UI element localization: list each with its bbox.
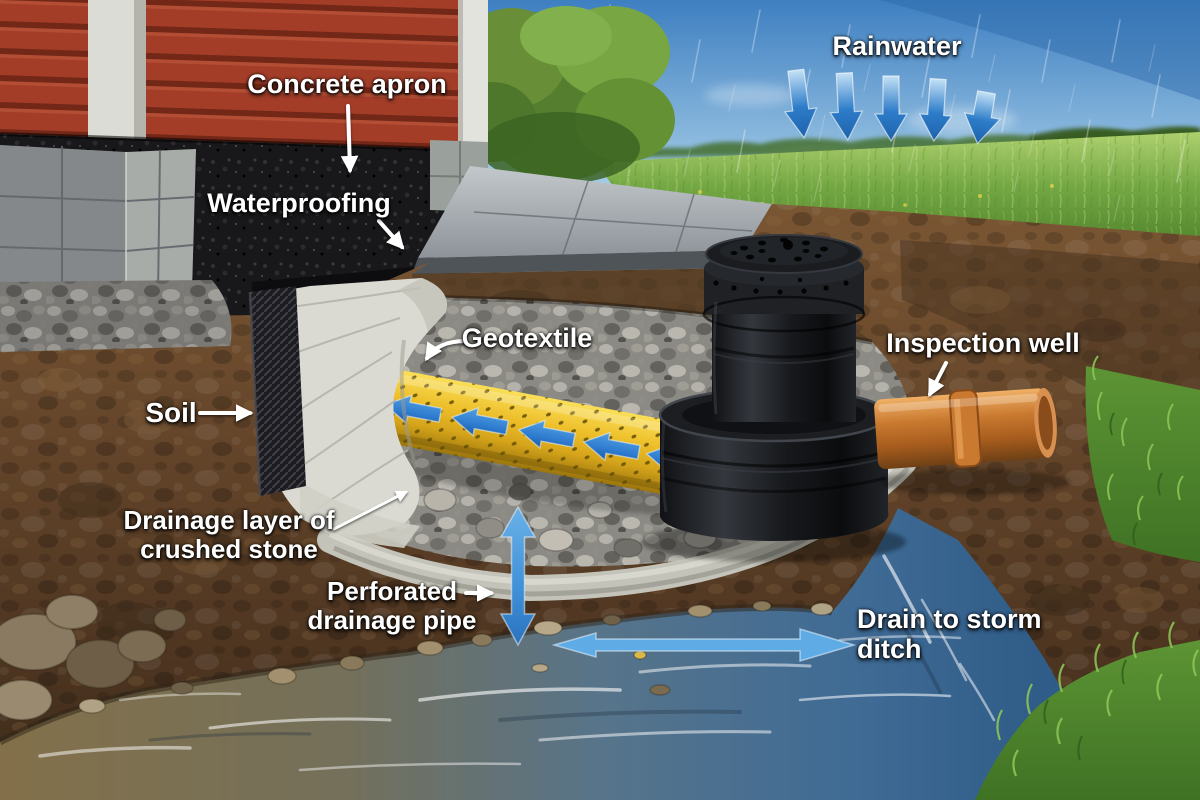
- water-foam: [38, 554, 996, 772]
- label-drainage-layer: Drainage layer of crushed stone: [123, 505, 335, 565]
- horizontal-flow-arrow-icon: [551, 627, 857, 663]
- label-concrete-apron: Concrete apron: [247, 69, 447, 99]
- lid-holes: [730, 237, 828, 263]
- label-perforated-pipe-line1: Perforated: [326, 576, 458, 606]
- label-inspection-well: Inspection well: [886, 328, 1080, 358]
- flow-direction-arrows: [499, 505, 857, 663]
- label-drainage-layer-line2: crushed stone: [140, 534, 318, 565]
- waterproofing-pointer: [377, 219, 405, 250]
- label-drainage-layer-line1: Drainage layer of: [123, 505, 335, 535]
- corner-trim: [458, 0, 488, 152]
- corner-post: [88, 0, 146, 146]
- inspection-well: [642, 234, 906, 562]
- label-drain-storm-line1: Drain to storm: [857, 604, 1042, 634]
- geotextile-pointer: [425, 339, 468, 361]
- pipe-shadow: [327, 429, 713, 515]
- vent-holes: [713, 276, 849, 295]
- perforated-drainage-pipe: [328, 360, 713, 500]
- vertical-flow-arrow-icon: [499, 505, 537, 647]
- drainage-layer-pointer: [332, 490, 409, 531]
- concrete-apron-pointer: [340, 104, 359, 174]
- label-geotextile: Geotextile: [461, 323, 593, 353]
- label-soil: Soil: [145, 397, 197, 428]
- cinder-block-corner: [0, 145, 196, 303]
- rocks-bottom-left: [0, 594, 187, 721]
- grass-bottom-right: [975, 621, 1200, 800]
- label-pointer-arrows: [198, 104, 948, 602]
- label-rainwater: Rainwater: [832, 31, 962, 61]
- gravel-spill-left: [0, 280, 232, 352]
- orange-outlet-pipe: [874, 387, 1070, 495]
- storm-ditch-water: [0, 508, 1070, 800]
- label-waterproofing: Waterproofing: [207, 188, 391, 218]
- label-drain-storm: Drain to storm ditch: [857, 604, 1042, 664]
- rainwater-arrow-icons: [783, 68, 1002, 145]
- bush: [447, 6, 675, 184]
- label-perforated-pipe: Perforated drainage pipe: [307, 576, 477, 636]
- label-drain-storm-line2: ditch: [857, 634, 922, 665]
- dimple-membrane: [248, 286, 306, 497]
- label-perforated-pipe-line2: drainage pipe: [307, 605, 477, 636]
- inspection-well-pointer: [928, 361, 948, 398]
- house-siding: [0, 0, 488, 152]
- grass-bank-right: [1085, 355, 1200, 562]
- bank-stones: [78, 600, 834, 714]
